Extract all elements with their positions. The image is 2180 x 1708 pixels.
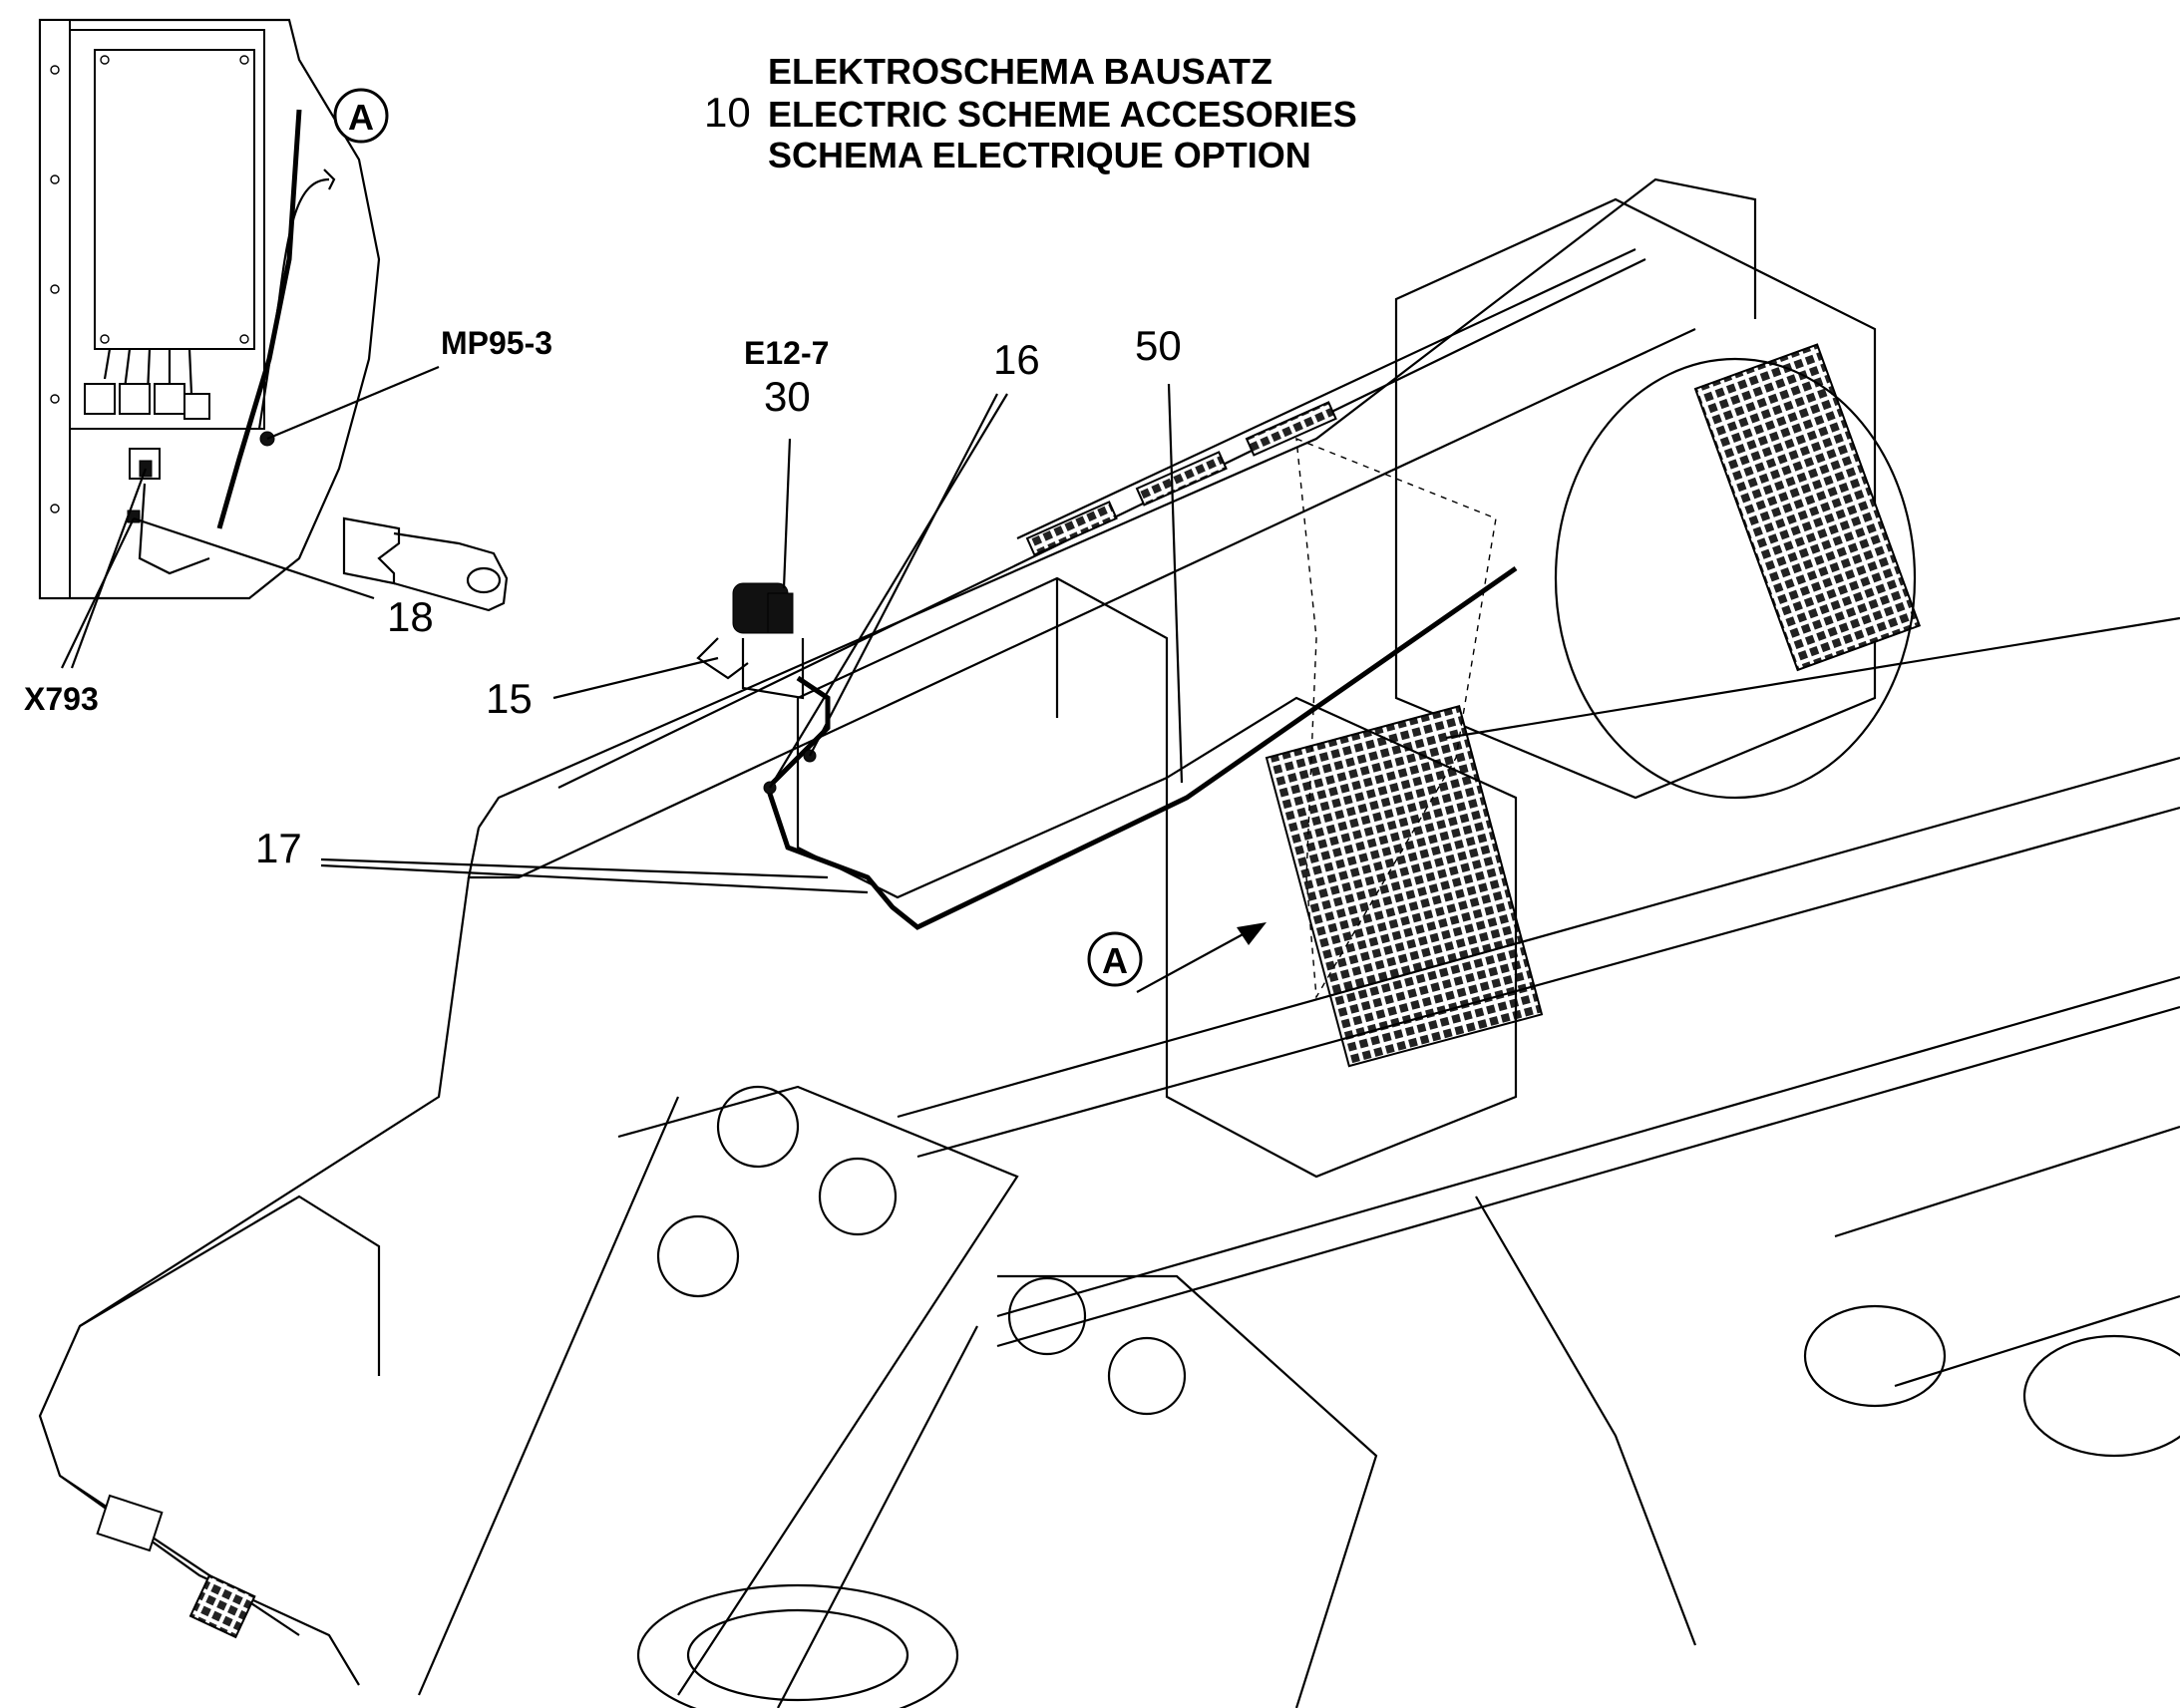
x793-leader-2 xyxy=(70,468,148,669)
cable-harness xyxy=(765,565,1518,930)
title-line-2: ELECTRIC SCHEME ACCESORIES xyxy=(768,94,1357,135)
18-leader xyxy=(133,516,375,600)
title-line-3: SCHEMA ELECTRIQUE OPTION xyxy=(768,135,1311,175)
15-leader xyxy=(552,656,719,700)
16-leader-2 xyxy=(769,393,1008,789)
detail-a-inset-label: A xyxy=(348,97,374,138)
label-18: 18 xyxy=(387,593,434,640)
17-leader-2 xyxy=(320,863,869,894)
x793-label: X793 xyxy=(24,681,99,717)
detail-a-marker-main: A xyxy=(1087,931,1143,987)
17-leader-1 xyxy=(320,857,829,879)
16-leader-1 xyxy=(809,393,998,757)
e12-7-label: E12-7 xyxy=(744,335,829,371)
title-number: 10 xyxy=(704,89,751,136)
bracket-part-15 xyxy=(696,637,749,680)
label-16: 16 xyxy=(993,336,1040,383)
cable-route-dashed xyxy=(1295,437,1497,1000)
label-17: 17 xyxy=(255,825,302,871)
label-30: 30 xyxy=(764,373,811,420)
label-15: 15 xyxy=(486,675,533,722)
50-leader xyxy=(1167,383,1184,784)
detail-a-main-label: A xyxy=(1102,940,1128,981)
machine-frame xyxy=(38,177,2180,1708)
title-line-1: ELEKTROSCHEMA BAUSATZ xyxy=(768,51,1272,92)
detail-a-marker-inset: A xyxy=(333,88,389,144)
detail-a-arrow xyxy=(1136,931,1248,993)
label-50: 50 xyxy=(1135,322,1182,369)
detail-a-inset xyxy=(38,18,381,600)
mp95-3-label: MP95-3 xyxy=(441,325,552,361)
30-leader xyxy=(782,438,792,589)
x793-leader-1 xyxy=(61,517,135,669)
detail-a-arrowhead xyxy=(1237,922,1267,945)
beacon-lamp-30 xyxy=(732,582,805,700)
mp95-3-leader xyxy=(266,365,440,441)
bracket-part-18 xyxy=(342,516,509,612)
